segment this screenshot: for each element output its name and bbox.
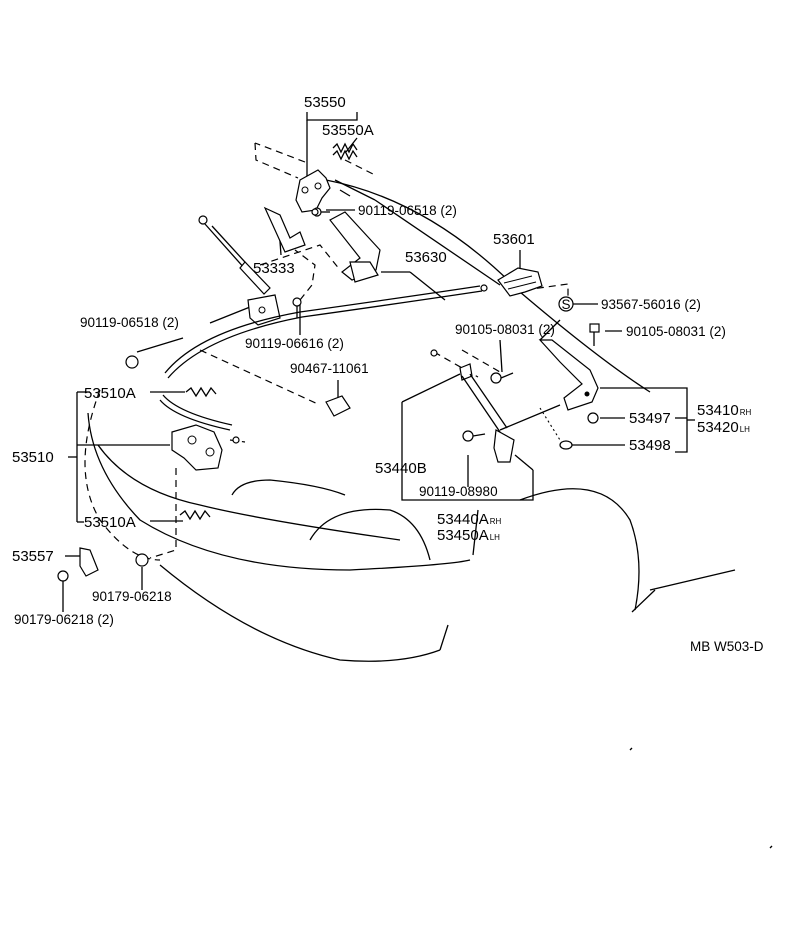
hood-hinge-icon (295, 169, 381, 283)
label-53601: 53601 (493, 231, 535, 248)
label-93567-56016: 93567-56016 (2) (601, 297, 701, 312)
hood-support-rod-icon (430, 349, 515, 463)
label-53440a: 53440ARH (437, 511, 501, 528)
label-53420: 53420LH (697, 419, 750, 436)
label-53550: 53550 (304, 94, 346, 111)
label-53440b: 53440B (375, 460, 427, 477)
label-53510a-bottom: 53510A (84, 514, 136, 531)
screw-marker: S (558, 296, 574, 312)
label-90105-08031-mid: 90105-08031 (2) (455, 322, 555, 337)
label-53498: 53498 (629, 437, 671, 454)
release-cable-icon (159, 284, 488, 431)
label-90179-06218-left: 90179-06218 (2) (14, 612, 114, 627)
label-90179-06218-center: 90179-06218 (92, 589, 172, 604)
bolt-icon (292, 297, 302, 318)
spring-icon (332, 142, 358, 161)
nut-icon (559, 412, 599, 450)
label-53497: 53497 (629, 410, 671, 427)
label-53333: 53333 (253, 260, 295, 277)
s-symbol: S (561, 297, 570, 312)
hood-lock-icon (171, 386, 240, 521)
label-53510: 53510 (12, 449, 54, 466)
label-53550a: 53550A (322, 122, 374, 139)
bracket-icon (79, 547, 99, 577)
label-90119-08980: 90119-08980 (419, 484, 498, 499)
clip-icon (325, 395, 351, 417)
label-53450a: 53450ALH (437, 527, 500, 544)
release-lever-icon (497, 267, 543, 297)
label-90105-08031-right: 90105-08031 (2) (626, 324, 726, 339)
hood-outline-icon (84, 142, 773, 849)
bolt-icon (490, 323, 600, 384)
label-90119-06518-top: 90119-06518 (2) (358, 203, 457, 218)
label-53410: 53410RH (697, 402, 751, 419)
label-90119-06518-left: 90119-06518 (2) (80, 315, 179, 330)
hood-hinge-icon (538, 339, 599, 411)
label-53510a-top: 53510A (84, 385, 136, 402)
diagram-code: MB W503-D (690, 639, 764, 654)
nut-icon (57, 208, 319, 582)
part-labels: 53550 53550A 90119-06518 (2) 53601 53333… (12, 94, 764, 654)
label-53557: 53557 (12, 548, 54, 565)
label-90467-11061: 90467-11061 (290, 361, 369, 376)
label-90119-06616: 90119-06616 (2) (245, 336, 344, 351)
label-53630: 53630 (405, 249, 447, 266)
